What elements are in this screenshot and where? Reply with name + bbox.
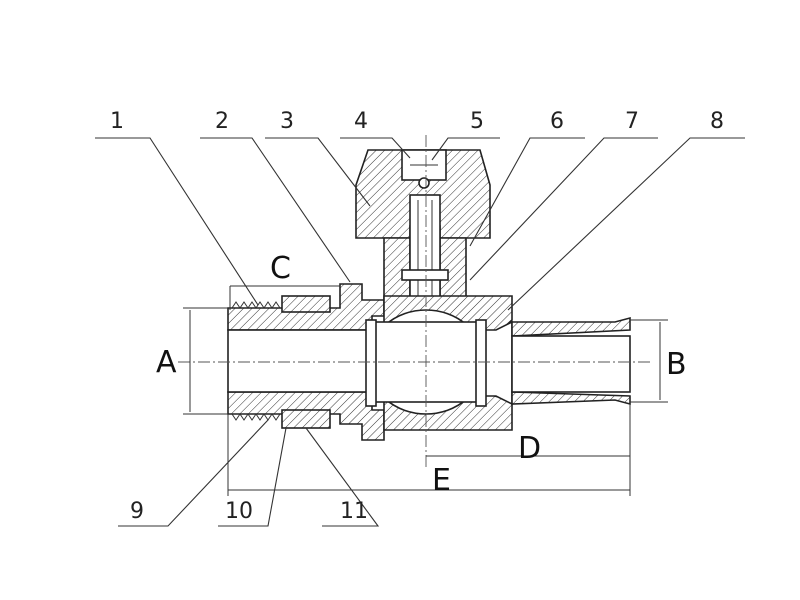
dimension-label-e: E — [432, 463, 451, 498]
callout-8: 8 — [710, 109, 724, 134]
dimension-label-b: B — [666, 347, 687, 382]
callout-5: 5 — [470, 109, 484, 134]
outlet-bore — [511, 335, 631, 393]
callout-7: 7 — [625, 109, 639, 134]
callout-6: 6 — [550, 109, 564, 134]
valve-stem — [409, 194, 441, 306]
leader-lines-bottom — [118, 419, 380, 527]
callout-2: 2 — [215, 109, 229, 134]
leader-lines-top — [95, 137, 745, 311]
lock-nut-bottom — [281, 409, 331, 429]
valve-body — [227, 283, 631, 441]
dimension-lines — [183, 285, 668, 496]
stem-bonnet — [383, 194, 467, 306]
dimension-label-c: C — [270, 251, 291, 286]
dimension-label-a: A — [156, 345, 177, 380]
callout-11: 11 — [340, 499, 368, 524]
inlet-bore — [227, 329, 369, 393]
lock-nut-top — [281, 295, 331, 313]
callout-1: 1 — [110, 109, 124, 134]
callout-10: 10 — [225, 499, 253, 524]
callout-3: 3 — [280, 109, 294, 134]
callout-4: 4 — [354, 109, 368, 134]
dimension-label-d: D — [518, 431, 541, 466]
callout-9: 9 — [130, 499, 144, 524]
